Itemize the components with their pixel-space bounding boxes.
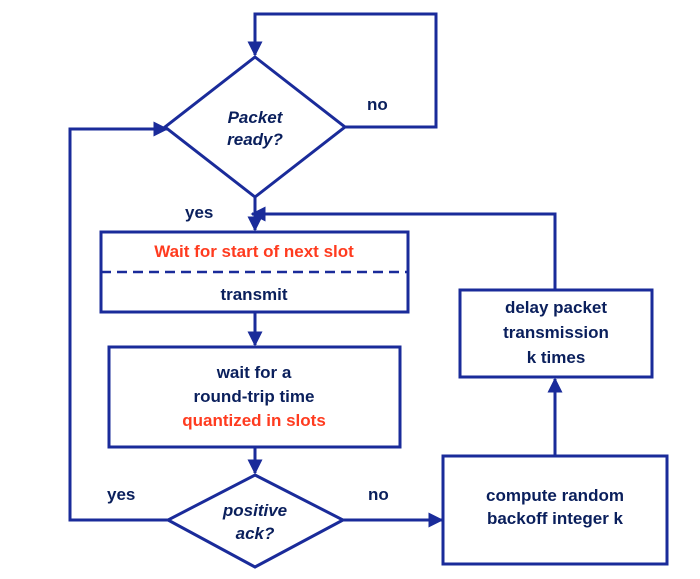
yes-loop-arrow [68, 121, 169, 522]
label-no-bottom: no [368, 485, 389, 504]
slot-box-top-text: Wait for start of next slot [154, 242, 354, 261]
compute-line2: backoff integer k [487, 509, 624, 528]
box-delay [458, 288, 654, 379]
decision-ack-line2: ack? [236, 524, 275, 543]
delay-line1: delay packet [505, 298, 607, 317]
decision-packet-ready-line1: Packet [228, 108, 284, 127]
compute-line1: compute random [486, 486, 624, 505]
label-yes-bottom: yes [107, 485, 135, 504]
decision-positive-ack [164, 473, 347, 569]
label-no-top: no [367, 95, 388, 114]
arrow-delay-to-slot [250, 206, 557, 290]
round-trip-line1: wait for a [216, 363, 292, 382]
slot-box-bottom-text: transmit [220, 285, 287, 304]
decision-packet-ready-line2: ready? [227, 130, 283, 149]
box-round-trip [107, 345, 402, 449]
decision-packet-ready [162, 55, 348, 199]
delay-line3: k times [527, 348, 586, 367]
no-loop-arrow [247, 12, 438, 129]
delay-line2: transmission [503, 323, 609, 342]
label-yes-top: yes [185, 203, 213, 222]
round-trip-line3: quantized in slots [182, 411, 326, 430]
round-trip-line2: round-trip time [194, 387, 315, 406]
decision-ack-line1: positive [222, 501, 287, 520]
box-compute-backoff [441, 454, 669, 566]
